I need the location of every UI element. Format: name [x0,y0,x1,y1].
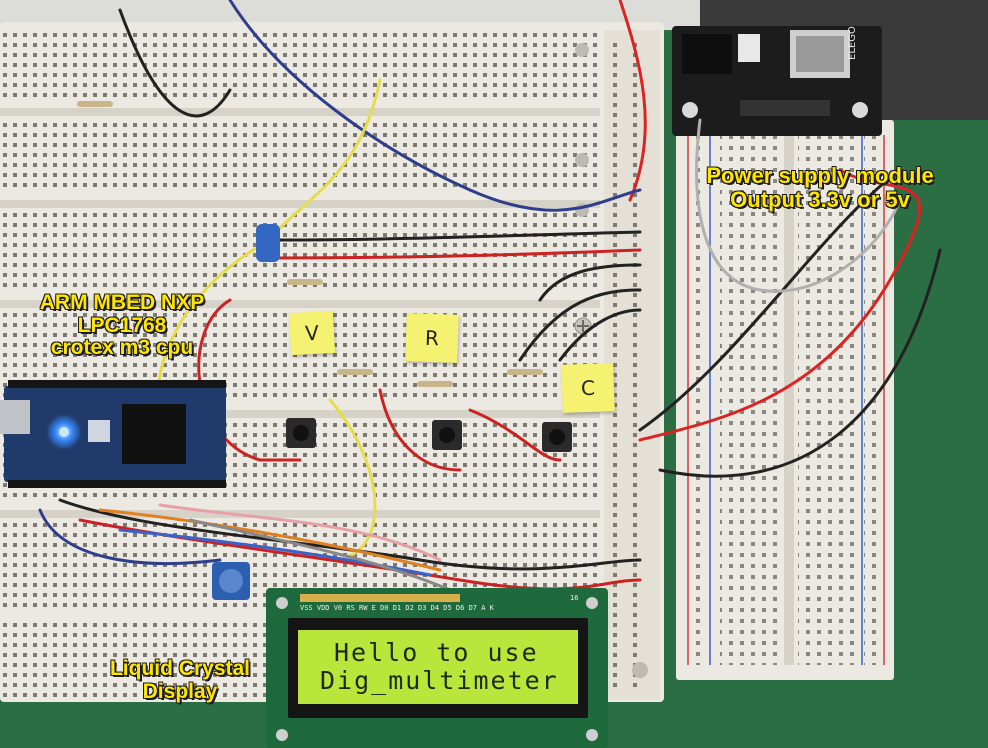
power-supply-annotation: Power supply module Output 3.3v or 5v [660,164,980,212]
mcu-annotation: ARM MBED NXP LPC1768 crotex m3 cpu [4,291,240,360]
power-supply-output: Output 3.3v or 5v [730,186,910,212]
power-breadboard [676,120,894,680]
lcd-caption-line-2: Display [142,679,218,703]
mcu-line-3: crotex m3 cpu [50,336,194,360]
lcd-caption-line-1: Liquid Crystal [109,657,251,680]
lcd-line-1: Hello to use [334,638,539,667]
sticky-note-v: V [288,310,336,356]
module-brand-text: ELEGO [847,26,858,60]
sticky-note-r: R [405,313,459,363]
sticky-note-c: C [561,363,615,413]
lcd-pin-count: 16 [570,594,579,602]
lcd-line-2: Dig_multimeter [320,666,559,695]
power-supply-module: ELEGO [672,26,882,136]
mcu-line-2: LPC1768 [77,313,167,337]
resistors [77,101,543,387]
mcu-line-1: ARM MBED NXP [39,291,205,314]
wires [38,0,942,592]
push-buttons [286,418,572,452]
lcd-pin-header: VSS VDD V0 RS RW E D0 D1 D2 D3 D4 D5 D6 … [300,604,494,612]
potentiometers [212,224,280,600]
mbed-lpc1768-board [0,380,226,488]
lcd-caption-annotation: Liquid Crystal Display [70,657,290,703]
power-supply-title: Power supply module [706,163,934,188]
lcd-module [266,588,608,748]
